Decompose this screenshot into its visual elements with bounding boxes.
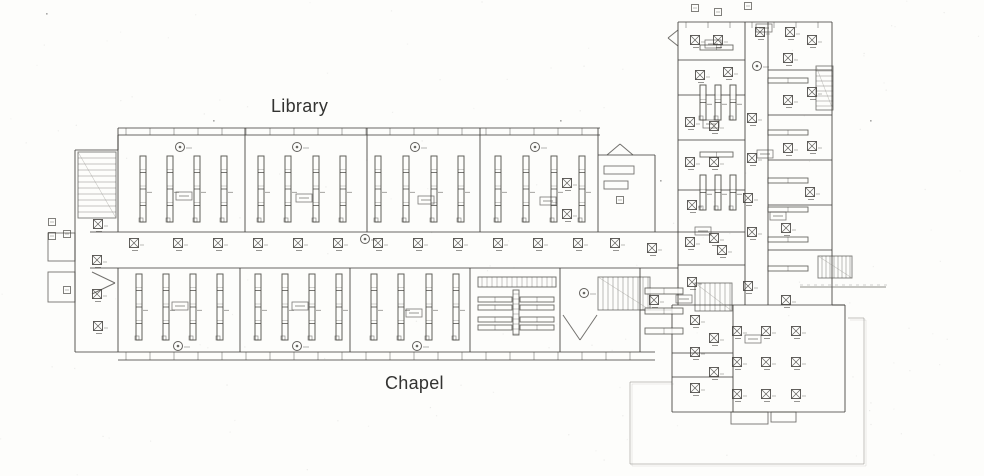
library-label: Library	[271, 96, 329, 116]
chapel-label: Chapel	[385, 373, 444, 393]
